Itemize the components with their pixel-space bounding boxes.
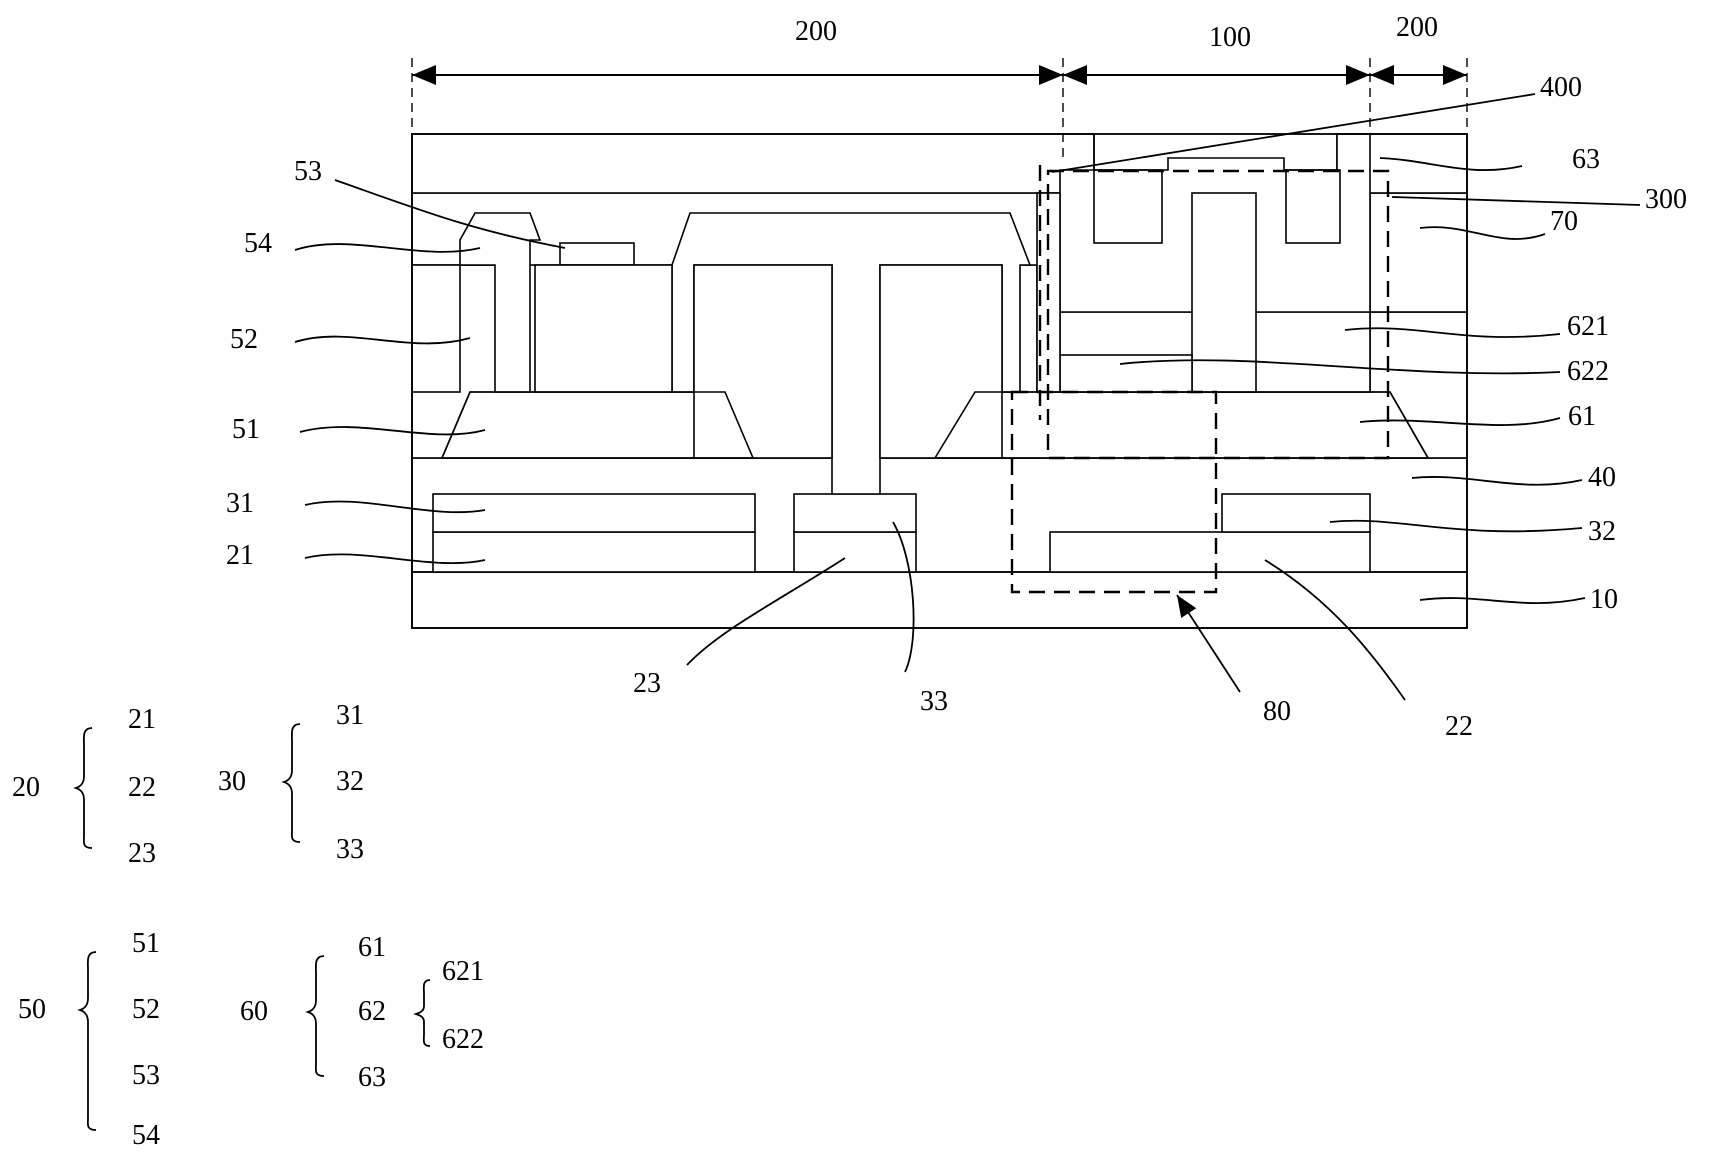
callout-33: 33 bbox=[920, 686, 948, 717]
callout-53: 53 bbox=[294, 156, 322, 187]
layer-31 bbox=[433, 494, 755, 532]
legend-62-item-0: 621 bbox=[442, 956, 484, 987]
dimension-label-100: 100 bbox=[1209, 22, 1251, 53]
callout-63: 63 bbox=[1572, 144, 1600, 175]
legend-group-50: 50 bbox=[18, 994, 46, 1025]
legend-30-item-1: 32 bbox=[336, 766, 364, 797]
legend-62-item-1: 622 bbox=[442, 1024, 484, 1055]
legend-group-20: 20 bbox=[12, 772, 40, 803]
legend: 20 21 22 23 30 31 32 33 50 51 52 53 54 6… bbox=[12, 700, 484, 1151]
layer-33 bbox=[794, 494, 916, 532]
callout-31: 31 bbox=[226, 488, 254, 519]
callout-32: 32 bbox=[1588, 516, 1616, 547]
callout-61: 61 bbox=[1568, 401, 1596, 432]
legend-group-60: 60 bbox=[240, 996, 268, 1027]
callout-labels: 400 63 300 70 621 622 61 40 32 10 53 54 … bbox=[226, 72, 1687, 742]
layer-stack bbox=[411, 133, 1468, 629]
legend-30-item-0: 31 bbox=[336, 700, 364, 731]
region-80-box bbox=[1010, 390, 1218, 594]
layer-61 bbox=[935, 392, 1428, 458]
layer-622 bbox=[1192, 193, 1256, 392]
callout-21: 21 bbox=[226, 540, 254, 571]
legend-20-item-2: 23 bbox=[128, 838, 156, 869]
dimension-label-200-right: 200 bbox=[1396, 12, 1438, 43]
legend-60-item-0: 61 bbox=[358, 932, 386, 963]
callout-300: 300 bbox=[1645, 184, 1687, 215]
brace-60 bbox=[305, 955, 325, 1077]
brace-20 bbox=[73, 727, 93, 849]
via-54-mid bbox=[672, 213, 1030, 494]
layer-32 bbox=[1222, 494, 1370, 532]
brace-50 bbox=[77, 951, 97, 1131]
active-layer-51 bbox=[442, 392, 753, 458]
region-400-box bbox=[1046, 169, 1390, 460]
legend-20-item-1: 22 bbox=[128, 772, 156, 803]
via-54-left bbox=[460, 213, 540, 392]
layer-63 bbox=[412, 134, 1094, 193]
substrate-10 bbox=[411, 571, 1468, 629]
legend-50-item-3: 54 bbox=[132, 1120, 160, 1151]
callout-40: 40 bbox=[1588, 462, 1616, 493]
dimension-label-200-left: 200 bbox=[795, 16, 837, 47]
callout-400: 400 bbox=[1540, 72, 1582, 103]
dimension-lines: 200 100 200 bbox=[411, 12, 1468, 160]
legend-50-item-0: 51 bbox=[132, 928, 160, 959]
callout-622: 622 bbox=[1567, 356, 1609, 387]
callout-22: 22 bbox=[1445, 711, 1473, 742]
callout-54: 54 bbox=[244, 228, 272, 259]
callout-80: 80 bbox=[1263, 696, 1291, 727]
brace-62 bbox=[413, 979, 431, 1047]
callout-621: 621 bbox=[1567, 311, 1609, 342]
callout-10: 10 bbox=[1590, 584, 1618, 615]
legend-60-item-1: 62 bbox=[358, 996, 386, 1027]
leader-lines bbox=[294, 93, 1641, 701]
layer-23 bbox=[794, 532, 916, 572]
legend-50-item-2: 53 bbox=[132, 1060, 160, 1091]
callout-23: 23 bbox=[633, 668, 661, 699]
callout-52: 52 bbox=[230, 324, 258, 355]
callout-51: 51 bbox=[232, 414, 260, 445]
brace-30 bbox=[281, 723, 301, 843]
layer-21 bbox=[433, 532, 755, 572]
legend-60-item-2: 63 bbox=[358, 1062, 386, 1093]
legend-30-item-2: 33 bbox=[336, 834, 364, 865]
legend-20-item-0: 21 bbox=[128, 704, 156, 735]
callout-70: 70 bbox=[1550, 206, 1578, 237]
legend-50-item-1: 52 bbox=[132, 994, 160, 1025]
layer-22 bbox=[1050, 532, 1370, 572]
legend-group-30: 30 bbox=[218, 766, 246, 797]
